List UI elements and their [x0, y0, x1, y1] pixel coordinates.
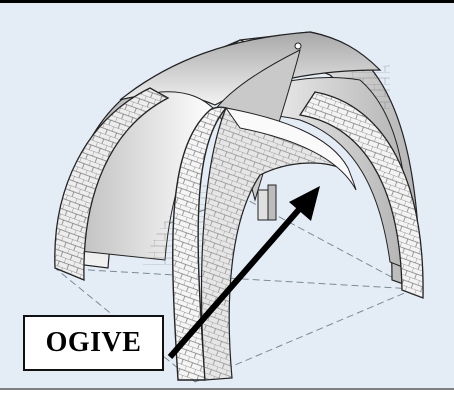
left-arch-rib-bricks: [54, 88, 168, 280]
ogive-label-box: OGIVE: [23, 315, 164, 371]
front-ogive-arch-right-bricks: [201, 108, 345, 380]
back-pier-2: [267, 184, 277, 221]
diagonal-rib: [224, 107, 357, 191]
pointer-arrow: [167, 186, 320, 359]
ogive-label: OGIVE: [45, 327, 142, 358]
front-ogive-arch-left-bricks: [172, 107, 226, 380]
crown-boss: [294, 42, 302, 50]
top-rule: [0, 0, 454, 3]
right-arch-rib-bricks: [300, 92, 424, 298]
